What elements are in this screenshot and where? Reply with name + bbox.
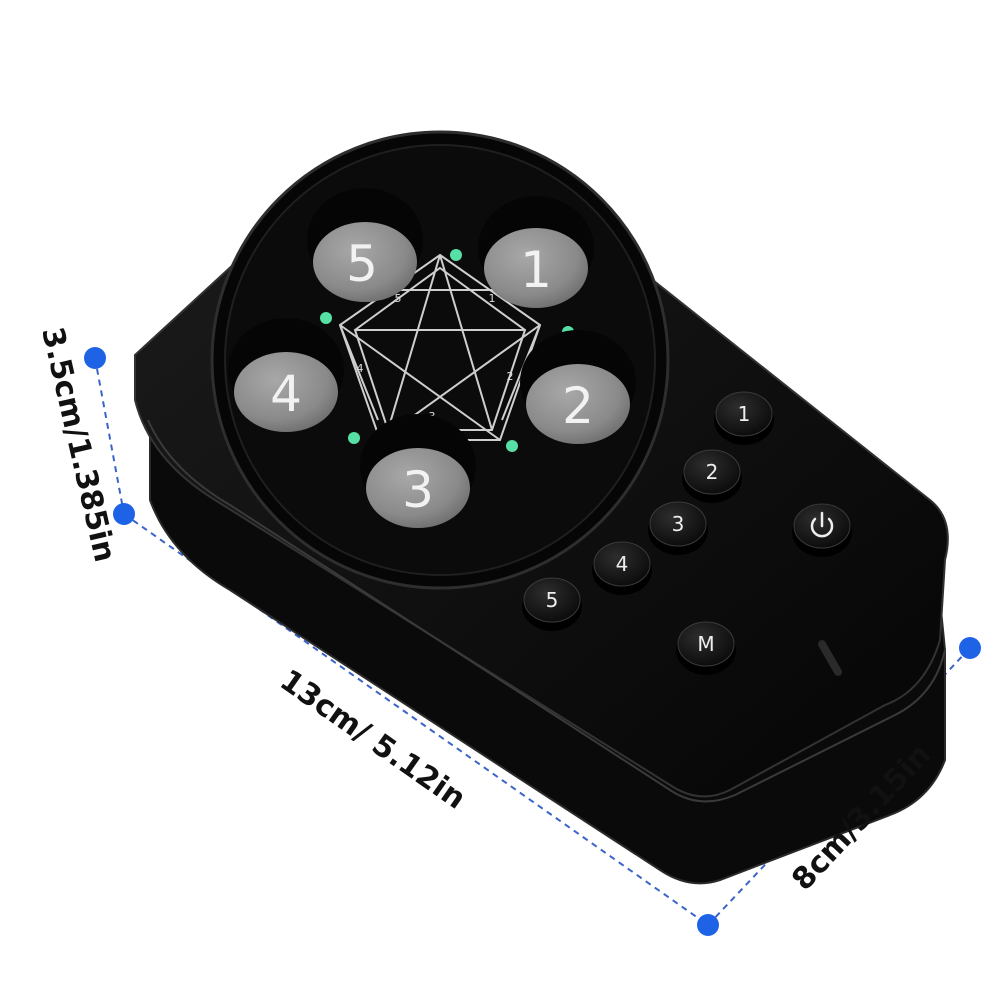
dimension-dot bbox=[959, 637, 981, 659]
indicator-light bbox=[348, 432, 360, 444]
target-pad-2[interactable]: 2 bbox=[520, 330, 636, 444]
target-pad-label: 2 bbox=[562, 377, 594, 435]
star-label-2: 2 bbox=[507, 370, 514, 383]
dimension-dot bbox=[113, 503, 135, 525]
mode-button[interactable]: M bbox=[676, 621, 736, 675]
indicator-light bbox=[506, 440, 518, 452]
target-pad-5[interactable]: 5 bbox=[307, 188, 423, 302]
mode-button-label: M bbox=[697, 632, 714, 656]
length-dimension-line bbox=[123, 513, 709, 926]
keypad-button-1[interactable]: 1 bbox=[714, 391, 774, 445]
star-label-1: 1 bbox=[489, 292, 496, 305]
keypad-button-label: 5 bbox=[546, 588, 559, 612]
indicator-light bbox=[320, 312, 332, 324]
keypad-button-label: 2 bbox=[706, 460, 719, 484]
target-pad-1[interactable]: 1 bbox=[478, 196, 594, 308]
keypad-button-label: 4 bbox=[616, 552, 629, 576]
power-button[interactable] bbox=[792, 503, 852, 557]
keypad-button-label: 1 bbox=[738, 402, 751, 426]
dimension-dot bbox=[697, 914, 719, 936]
usb-port bbox=[818, 640, 842, 676]
star-label-4: 4 bbox=[357, 362, 364, 375]
target-pad-3[interactable]: 3 bbox=[360, 414, 476, 528]
height-dimension-label: 3.5cm/1.385in bbox=[34, 324, 122, 565]
star-label-5: 5 bbox=[395, 292, 402, 305]
keypad: 1 2 3 4 5 M bbox=[522, 391, 852, 675]
keypad-button-label: 3 bbox=[672, 512, 685, 536]
keypad-button-5[interactable]: 5 bbox=[522, 577, 582, 631]
target-pad-label: 1 bbox=[520, 241, 552, 299]
keypad-button-3[interactable]: 3 bbox=[648, 501, 708, 555]
target-pad-label: 5 bbox=[346, 235, 378, 293]
target-dial: 5 1 4 2 3 5 1 4 bbox=[210, 130, 670, 590]
target-pad-label: 3 bbox=[402, 461, 434, 519]
keypad-button-4[interactable]: 4 bbox=[592, 541, 652, 595]
target-pad-4[interactable]: 4 bbox=[228, 318, 344, 432]
keypad-button-2[interactable]: 2 bbox=[682, 449, 742, 503]
dimension-dot bbox=[84, 347, 106, 369]
indicator-light bbox=[450, 249, 462, 261]
power-icon bbox=[810, 511, 834, 538]
height-dimension-line bbox=[94, 357, 125, 515]
target-pad-label: 4 bbox=[270, 365, 302, 423]
